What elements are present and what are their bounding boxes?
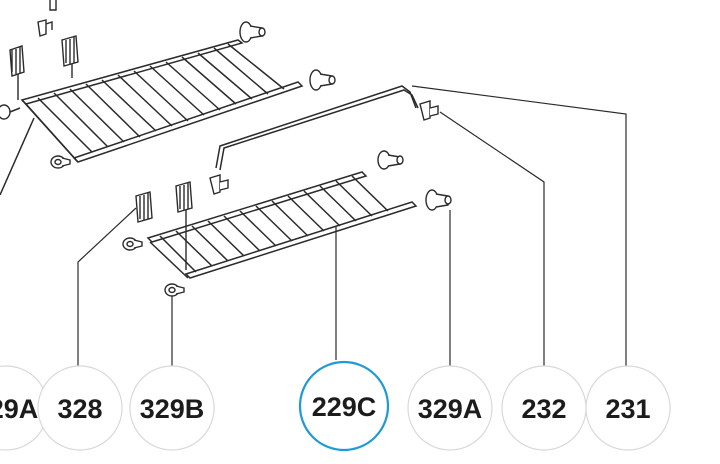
support-rail xyxy=(215,85,419,171)
callout-229c[interactable]: 229C xyxy=(298,360,390,452)
rail-clip-left xyxy=(209,174,229,195)
lower-peg-left xyxy=(122,237,143,251)
callout-231[interactable]: 231 xyxy=(585,365,671,451)
upper-peg-top xyxy=(239,21,266,43)
rail-clip-right xyxy=(419,100,439,121)
upper-peg-bottom xyxy=(50,155,71,169)
callout-329a[interactable]: 329A xyxy=(407,365,493,451)
upper-bracket-left xyxy=(9,45,25,100)
svg-text:231: 231 xyxy=(605,394,650,424)
upper-bracket-right xyxy=(61,35,79,78)
lower-peg-top xyxy=(377,150,404,170)
svg-text:329A: 329A xyxy=(0,394,38,424)
upper-peg-left xyxy=(0,104,11,120)
leader-231 xyxy=(411,85,627,370)
svg-text:328: 328 xyxy=(57,394,102,424)
callout-329b[interactable]: 329B xyxy=(129,365,215,451)
peg-329a xyxy=(425,189,452,211)
svg-text:329B: 329B xyxy=(140,394,205,424)
leader-328 xyxy=(77,207,137,370)
svg-text:229C: 229C xyxy=(312,392,377,422)
callout-329a-left[interactable]: 329A xyxy=(0,365,49,451)
callout-232[interactable]: 232 xyxy=(501,365,587,451)
lower-wire-shelf xyxy=(146,171,418,279)
lower-bracket-left xyxy=(135,191,153,223)
svg-text:329A: 329A xyxy=(418,394,483,424)
leader-232 xyxy=(439,111,545,370)
leader-lines xyxy=(77,85,627,370)
upper-wire-shelf xyxy=(0,39,304,196)
svg-text:232: 232 xyxy=(521,394,566,424)
upper-hook-clip xyxy=(37,0,57,37)
callout-328[interactable]: 328 xyxy=(37,365,123,451)
lower-bracket-right xyxy=(175,181,193,270)
peg-329b xyxy=(164,283,185,297)
upper-peg-right xyxy=(309,69,336,91)
callouts: 329A 328 329B 229C 329A 232 231 xyxy=(0,360,671,452)
